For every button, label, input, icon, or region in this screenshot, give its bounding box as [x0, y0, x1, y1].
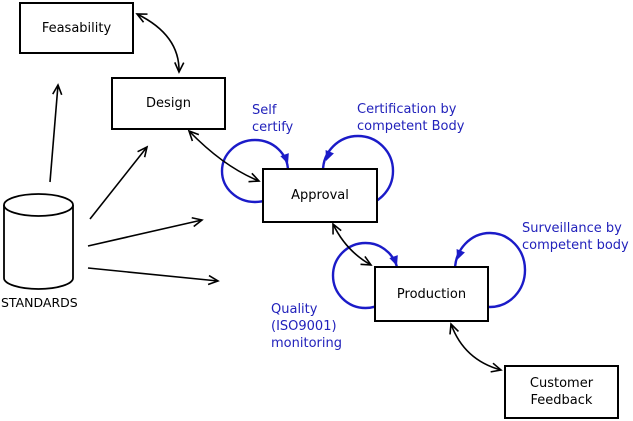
arrow-standards-to-feasability: [49, 83, 63, 183]
node-label-approval: Approval: [291, 188, 349, 203]
node-label-design: Design: [146, 96, 191, 111]
node-label-customer-feedback: Customer Feedback: [529, 376, 594, 408]
arrow-standards-to-design: [89, 145, 149, 220]
arrow-production-customer-feedback: [449, 322, 503, 373]
annotation-self-certify: Self certify: [252, 103, 294, 135]
arrow-standards-to-production: [87, 267, 220, 286]
arrow-feasability-design: [135, 13, 185, 74]
loop-arrowhead-certification-icon: [325, 150, 334, 161]
node-label-feasability: Feasability: [41, 20, 112, 36]
loop-arrowhead-self-certify-icon: [280, 153, 289, 164]
annotation-certification: Certification by competent Body: [357, 102, 465, 134]
node-box-design: [111, 77, 226, 130]
arrow-standards-to-approval: [87, 216, 204, 247]
arrow-approval-production: [332, 222, 373, 266]
node-box-production: [374, 266, 489, 322]
annotation-quality: Quality (ISO9001) monitoring: [271, 302, 342, 351]
node-box-customer-feedback: [504, 365, 619, 419]
node-label-standards: STANDARDS: [1, 295, 78, 310]
standards-cylinder-top: [3, 193, 74, 217]
standards-cylinder-body: [3, 205, 74, 290]
node-box-approval: [262, 168, 378, 223]
loop-arrowhead-quality-icon: [389, 255, 398, 266]
node-box-feasability: [19, 2, 134, 54]
loop-arrowhead-surveillance-icon: [456, 249, 465, 260]
annotation-surveillance: Surveillance by competent body: [522, 221, 629, 253]
arrow-design-approval: [187, 129, 261, 183]
node-label-production: Production: [396, 286, 467, 302]
